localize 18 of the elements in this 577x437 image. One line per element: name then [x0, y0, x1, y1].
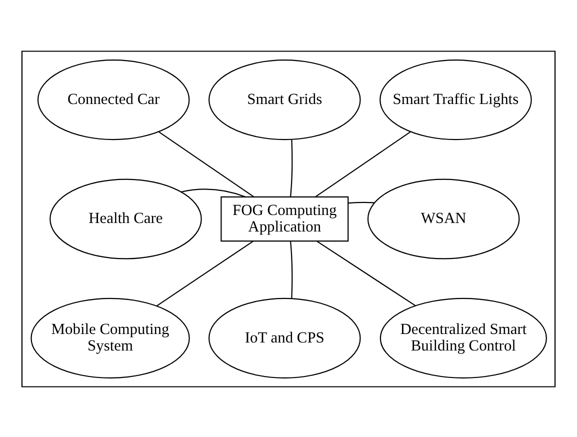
node-ellipse: Decentralized Smart Building Control: [380, 297, 547, 378]
connector: [315, 131, 411, 197]
node-ellipse: Health Care: [50, 178, 202, 259]
connector: [158, 131, 254, 197]
connector: [290, 241, 293, 298]
node-box: FOG Computing Application: [220, 196, 349, 242]
connector: [156, 240, 254, 306]
connector: [181, 188, 246, 197]
node-ellipse: Smart Traffic Lights: [380, 59, 532, 140]
node-ellipse: IoT and CPS: [208, 297, 361, 378]
connector: [316, 240, 416, 306]
node-ellipse: WSAN: [367, 178, 520, 259]
node-ellipse: Mobile Computing System: [30, 297, 190, 378]
node-ellipse: Smart Grids: [208, 59, 361, 140]
connector: [290, 139, 293, 196]
cluster: [21, 50, 556, 387]
node-ellipse: Connected Car: [37, 59, 190, 140]
connector: [348, 201, 374, 204]
